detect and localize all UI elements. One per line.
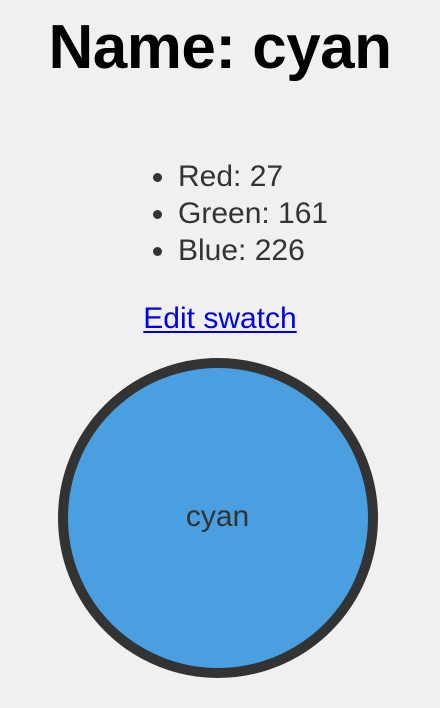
swatch-label: cyan xyxy=(185,500,250,533)
red-value: Red: 27 xyxy=(148,158,328,195)
edit-swatch-link[interactable]: Edit swatch xyxy=(143,302,297,335)
color-swatch-circle: cyan xyxy=(58,358,378,678)
edit-link-container: Edit swatch xyxy=(0,300,440,337)
page-title: Name: cyan xyxy=(48,13,392,82)
green-value: Green: 161 xyxy=(148,195,328,232)
blue-value: Blue: 226 xyxy=(148,232,328,269)
rgb-values-list: Red: 27 Green: 161 Blue: 226 xyxy=(148,158,328,269)
